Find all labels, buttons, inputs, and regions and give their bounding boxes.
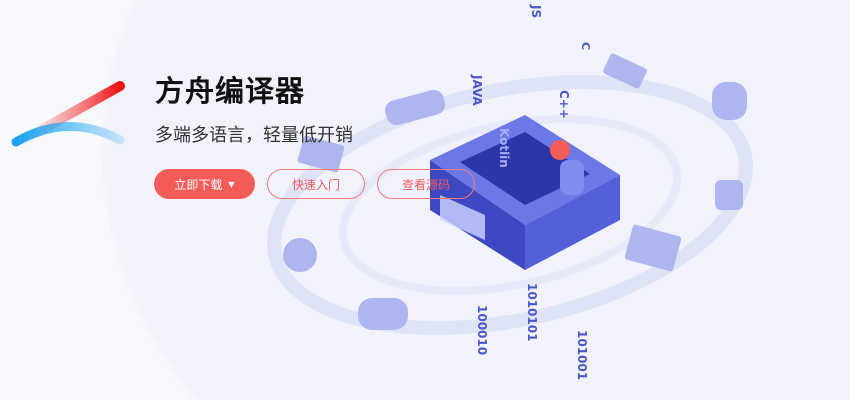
label-binary-2: 100010 — [475, 305, 489, 355]
caret-down-icon: ▼ — [228, 179, 235, 189]
quickstart-button[interactable]: 快速入门 — [267, 169, 365, 199]
label-kotlin: Kotlin — [497, 128, 511, 168]
download-button[interactable]: 立即下载 ▼ — [154, 169, 255, 199]
page-title: 方舟编译器 — [155, 74, 306, 108]
label-cpp: C++ — [557, 90, 571, 119]
label-binary-1: 1010101 — [525, 283, 539, 341]
ark-compiler-logo — [11, 81, 125, 147]
view-source-button[interactable]: 查看源码 — [377, 169, 475, 199]
label-java: JAVA — [470, 74, 484, 106]
label-c: C — [579, 42, 592, 50]
download-label: 立即下载 — [174, 177, 223, 192]
label-binary-3: 101001 — [575, 330, 589, 380]
page-subtitle: 多端多语言，轻量低开销 — [155, 125, 353, 146]
hero-illustration: JS C JAVA C++ Kotlin 1010101 100010 1010… — [267, 4, 753, 380]
label-js: JS — [529, 4, 543, 18]
